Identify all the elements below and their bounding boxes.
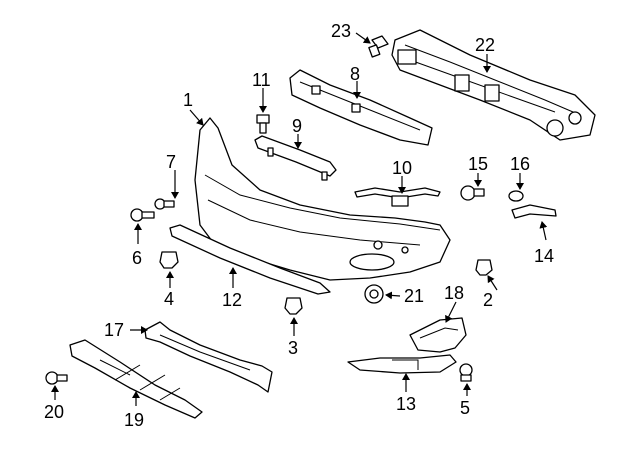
callout-5: 5 bbox=[460, 398, 470, 418]
callout-18: 18 bbox=[444, 283, 464, 303]
callout-7: 7 bbox=[166, 152, 176, 172]
side-bracket-part bbox=[511, 204, 557, 219]
clip-part-3 bbox=[284, 297, 303, 315]
energy-absorber-part bbox=[289, 69, 433, 146]
callout-22: 22 bbox=[475, 35, 495, 55]
callout-13: 13 bbox=[396, 394, 416, 414]
callout-1: 1 bbox=[183, 90, 193, 110]
reinforcement-beam-part bbox=[391, 29, 596, 141]
callout-9: 9 bbox=[292, 116, 302, 136]
callout-12: 12 bbox=[222, 290, 242, 310]
lower-molding-part bbox=[169, 224, 331, 295]
clip-part-2 bbox=[475, 259, 493, 276]
clip-part-5 bbox=[459, 363, 473, 382]
callout-4: 4 bbox=[164, 289, 174, 309]
callout-15: 15 bbox=[468, 154, 488, 174]
bolt-part-20 bbox=[45, 371, 68, 385]
center-bracket-part bbox=[354, 187, 441, 207]
callout-6: 6 bbox=[132, 248, 142, 268]
callout-11: 11 bbox=[252, 70, 271, 90]
skid-plate-part bbox=[69, 339, 203, 419]
lower-trim-part bbox=[347, 354, 457, 374]
clip-part-16 bbox=[508, 190, 524, 202]
callout-labels: 1 2 3 4 5 6 7 8 9 10 11 12 13 14 15 16 1… bbox=[44, 21, 554, 430]
clip-part-4 bbox=[159, 251, 179, 269]
callout-2: 2 bbox=[483, 290, 493, 310]
callout-3: 3 bbox=[288, 338, 298, 358]
bolt-part-6 bbox=[130, 208, 155, 222]
leader-lines bbox=[51, 32, 548, 406]
callout-19: 19 bbox=[124, 410, 144, 430]
callout-21: 21 bbox=[404, 286, 424, 306]
corner-bracket-part bbox=[409, 317, 467, 353]
callout-8: 8 bbox=[350, 64, 360, 84]
callout-20: 20 bbox=[44, 402, 64, 422]
callout-14: 14 bbox=[534, 246, 554, 266]
callout-17: 17 bbox=[104, 320, 124, 340]
air-deflector-part bbox=[144, 321, 273, 393]
clip-part-15 bbox=[460, 185, 485, 201]
callout-16: 16 bbox=[510, 154, 530, 174]
callout-23: 23 bbox=[331, 21, 351, 41]
callout-10: 10 bbox=[392, 158, 412, 178]
screw-part-7 bbox=[154, 198, 175, 210]
bracket-strip-part bbox=[254, 135, 337, 181]
screw-part-11 bbox=[256, 114, 270, 134]
grommet-part bbox=[364, 284, 384, 304]
bolt-part-23 bbox=[368, 35, 389, 58]
